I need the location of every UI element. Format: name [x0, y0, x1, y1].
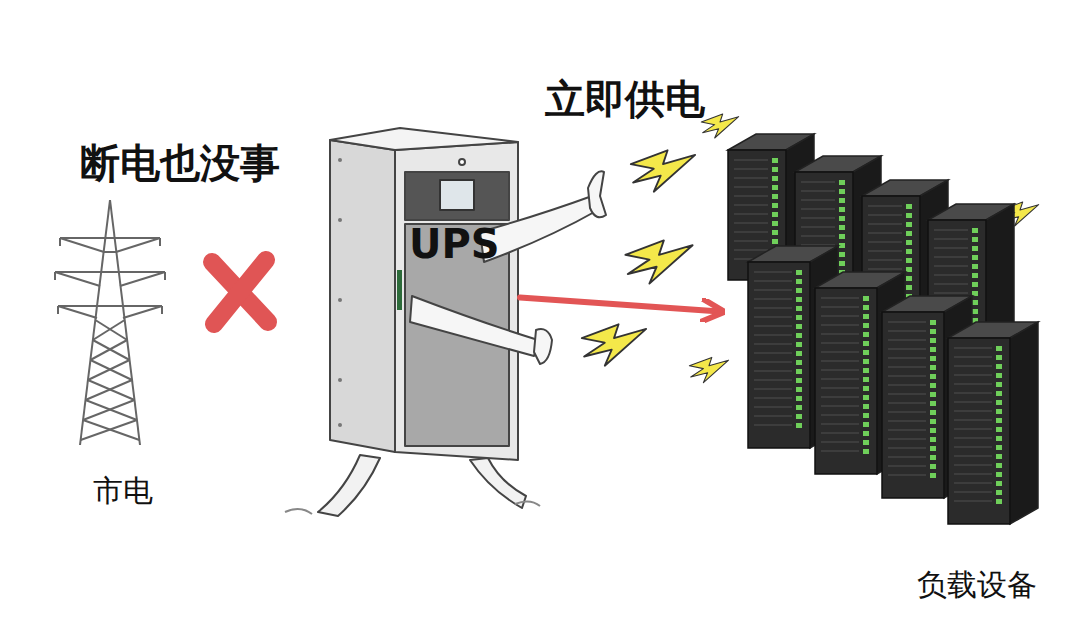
server-racks — [728, 134, 1038, 524]
heading-label: 断电也没事 — [80, 136, 280, 191]
ups-cabinet — [285, 128, 606, 516]
cross-mark — [212, 260, 268, 324]
node-label: UPS — [409, 221, 500, 267]
node-label: 负载设备 — [917, 565, 1037, 606]
power-tower — [55, 200, 165, 445]
power-arrow — [520, 298, 720, 312]
heading-label: 立即供电 — [545, 72, 705, 127]
load-equipment: 负载设备 — [720, 125, 1065, 610]
power-source: 市电 — [40, 200, 206, 520]
ups-box: UPS — [325, 125, 520, 470]
node-label: 市电 — [40, 471, 206, 512]
